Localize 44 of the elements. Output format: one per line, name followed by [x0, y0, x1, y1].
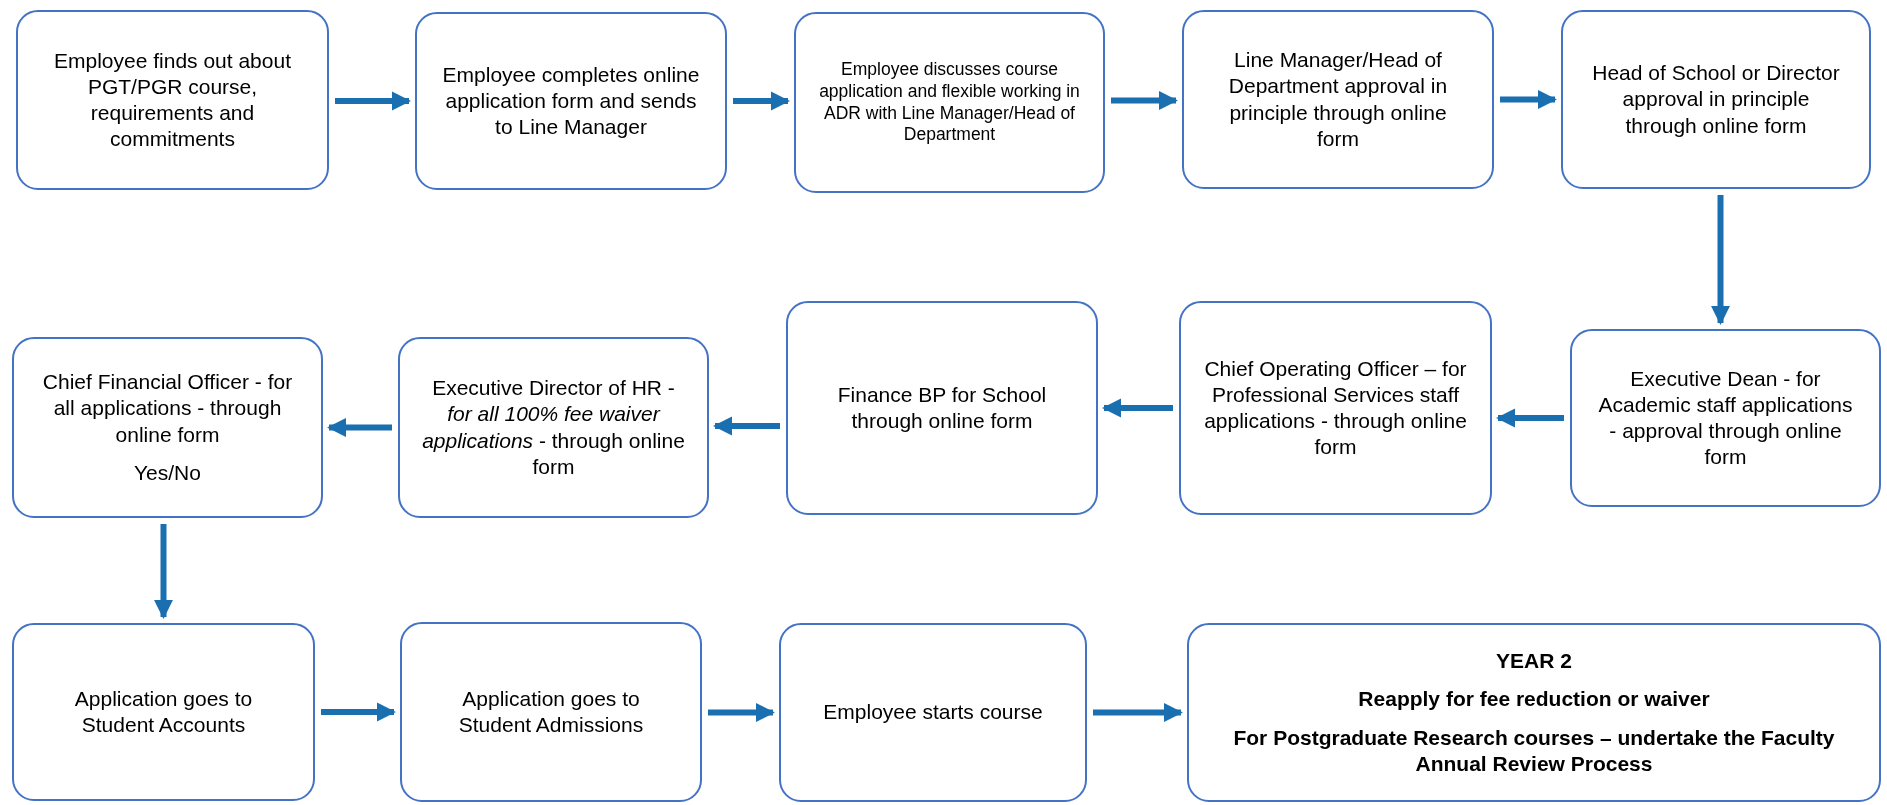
box-heading: Chief Financial Officer - for all applications - through online form	[41, 369, 294, 448]
process-box	[1187, 623, 1881, 802]
arrow	[713, 416, 780, 436]
box-text: Application goes to Student Accounts	[73, 685, 254, 738]
box-text: Yes/No	[134, 459, 201, 486]
box-text: For Postgraduate Research courses – undertake the Faculty Annual Review Process	[1232, 724, 1836, 777]
box-text: Employee discusses course application and flexible working in ADR with Line Manager/Head of Department	[818, 58, 1081, 147]
process-box	[400, 622, 702, 802]
box-text: Employee completes online application form and sends to Line Manager	[441, 61, 701, 141]
process-box	[786, 301, 1098, 515]
box-text: Reapply for fee reduction or waiver	[1358, 686, 1710, 713]
process-box	[779, 623, 1087, 802]
arrow	[1496, 408, 1564, 428]
box-text: Line Manager/Head of Department approval in principle through online form	[1227, 47, 1449, 152]
process-box	[415, 12, 727, 190]
box-text: Chief Operating Officer – for Professional Services staff applications - through online form	[1203, 355, 1468, 461]
box-text: Executive Dean - for Academic staff applications - approval through online form	[1597, 365, 1854, 471]
process-box	[794, 12, 1105, 193]
process-box	[1561, 10, 1871, 189]
arrow	[1500, 89, 1557, 110]
arrow	[1093, 702, 1183, 723]
arrow	[335, 91, 411, 111]
arrow	[1710, 195, 1731, 325]
box-text: Head of School or Director approval in principle through online form	[1591, 60, 1841, 139]
process-box	[1570, 329, 1881, 507]
arrow	[327, 417, 392, 438]
box-text: Finance BP for School through online form	[836, 381, 1048, 434]
box-text: Employee starts course	[823, 699, 1043, 726]
box-heading: YEAR 2	[1496, 648, 1572, 674]
arrow	[1111, 90, 1178, 111]
arrow	[153, 524, 174, 619]
process-box	[12, 337, 323, 518]
process-box	[398, 337, 709, 518]
box-text: Employee finds out about PGT/PGR course, requirements and commitments	[53, 47, 292, 153]
box-text: Executive Director of HR - for all 100% fee waiver applications - through online form	[422, 375, 685, 480]
arrow	[733, 91, 790, 111]
process-box	[1179, 301, 1492, 515]
arrow	[708, 702, 775, 723]
process-box	[12, 623, 315, 801]
process-box	[1182, 10, 1494, 189]
arrow	[321, 702, 396, 722]
arrow	[1102, 398, 1173, 418]
process-box	[16, 10, 329, 190]
box-text: Application goes to Student Admissions	[457, 685, 645, 738]
